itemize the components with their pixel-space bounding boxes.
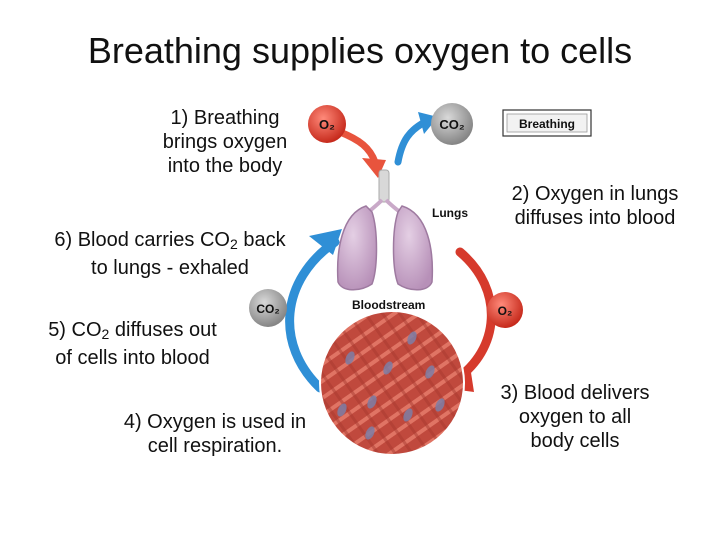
exhale-arrow (394, 118, 429, 166)
breathing-label: Breathing (519, 117, 575, 131)
step-3-line-2: oxygen to all (518, 406, 632, 428)
bloodstream-arrow-left (285, 237, 340, 393)
muscle-tissue (320, 311, 464, 455)
step-1-line-2: brings oxygen (162, 131, 288, 153)
step-5-line-1: 5) CO2 diffuses out (20, 318, 245, 346)
bloodstream-label: Bloodstream (352, 298, 425, 312)
step-6-subscript: 2 (230, 236, 238, 252)
step-6-line-2: to lungs - exhaled (91, 257, 249, 279)
step-6-caption: 6) Blood carries CO2 back to lungs - exh… (22, 228, 318, 280)
co2-badge-left-label: CO₂ (256, 302, 279, 316)
o2-badge-right-label: O₂ (498, 304, 513, 318)
step-6-line-1: 6) Blood carries CO2 back (22, 228, 318, 256)
step-3-line-1: 3) Blood delivers (500, 382, 650, 404)
o2-badge-top-label: O₂ (319, 117, 335, 132)
right-lung (392, 205, 434, 291)
inhale-arrow (336, 128, 379, 166)
step-1-line-3: into the body (167, 155, 283, 177)
left-lung (336, 205, 378, 291)
step-2-line-1: 2) Oxygen in lungs (511, 183, 679, 205)
step-4-caption: 4) Oxygen is used in cell respiration. (90, 410, 340, 458)
lungs-illustration (336, 169, 434, 291)
step-3-line-3: body cells (530, 430, 620, 452)
co2-badge-left: CO₂ (249, 289, 287, 327)
co2-badge-top: CO₂ (431, 103, 473, 145)
breathing-label-box: Breathing (502, 109, 592, 137)
lungs-label: Lungs (432, 206, 468, 220)
step-5-subscript: 2 (101, 326, 110, 342)
step-5-suffix: diffuses out (109, 319, 217, 341)
step-2-caption: 2) Oxygen in lungs diffuses into blood (470, 182, 720, 230)
step-3-caption: 3) Blood delivers oxygen to all body cel… (470, 381, 680, 453)
step-5-prefix: 5) CO (48, 319, 102, 341)
step-1-caption: 1) Breathing brings oxygen into the body (130, 106, 320, 178)
step-5-caption: 5) CO2 diffuses out of cells into blood (20, 318, 245, 370)
co2-badge-top-label: CO₂ (439, 117, 465, 132)
step-5-line-2: of cells into blood (55, 347, 210, 369)
trachea (378, 169, 390, 203)
o2-badge-right: O₂ (487, 292, 523, 328)
bloodstream-arrowhead-left (309, 229, 342, 255)
slide-title: Breathing supplies oxygen to cells (87, 30, 633, 71)
step-2-line-2: diffuses into blood (514, 207, 676, 229)
step-6-suffix: back (237, 229, 286, 251)
o2-badge-top: O₂ (308, 105, 346, 143)
step-4-line-1: 4) Oxygen is used in (123, 411, 307, 433)
step-6-prefix: 6) Blood carries CO (54, 229, 230, 251)
step-1-line-1: 1) Breathing (170, 107, 280, 129)
step-4-line-2: cell respiration. (147, 435, 283, 457)
